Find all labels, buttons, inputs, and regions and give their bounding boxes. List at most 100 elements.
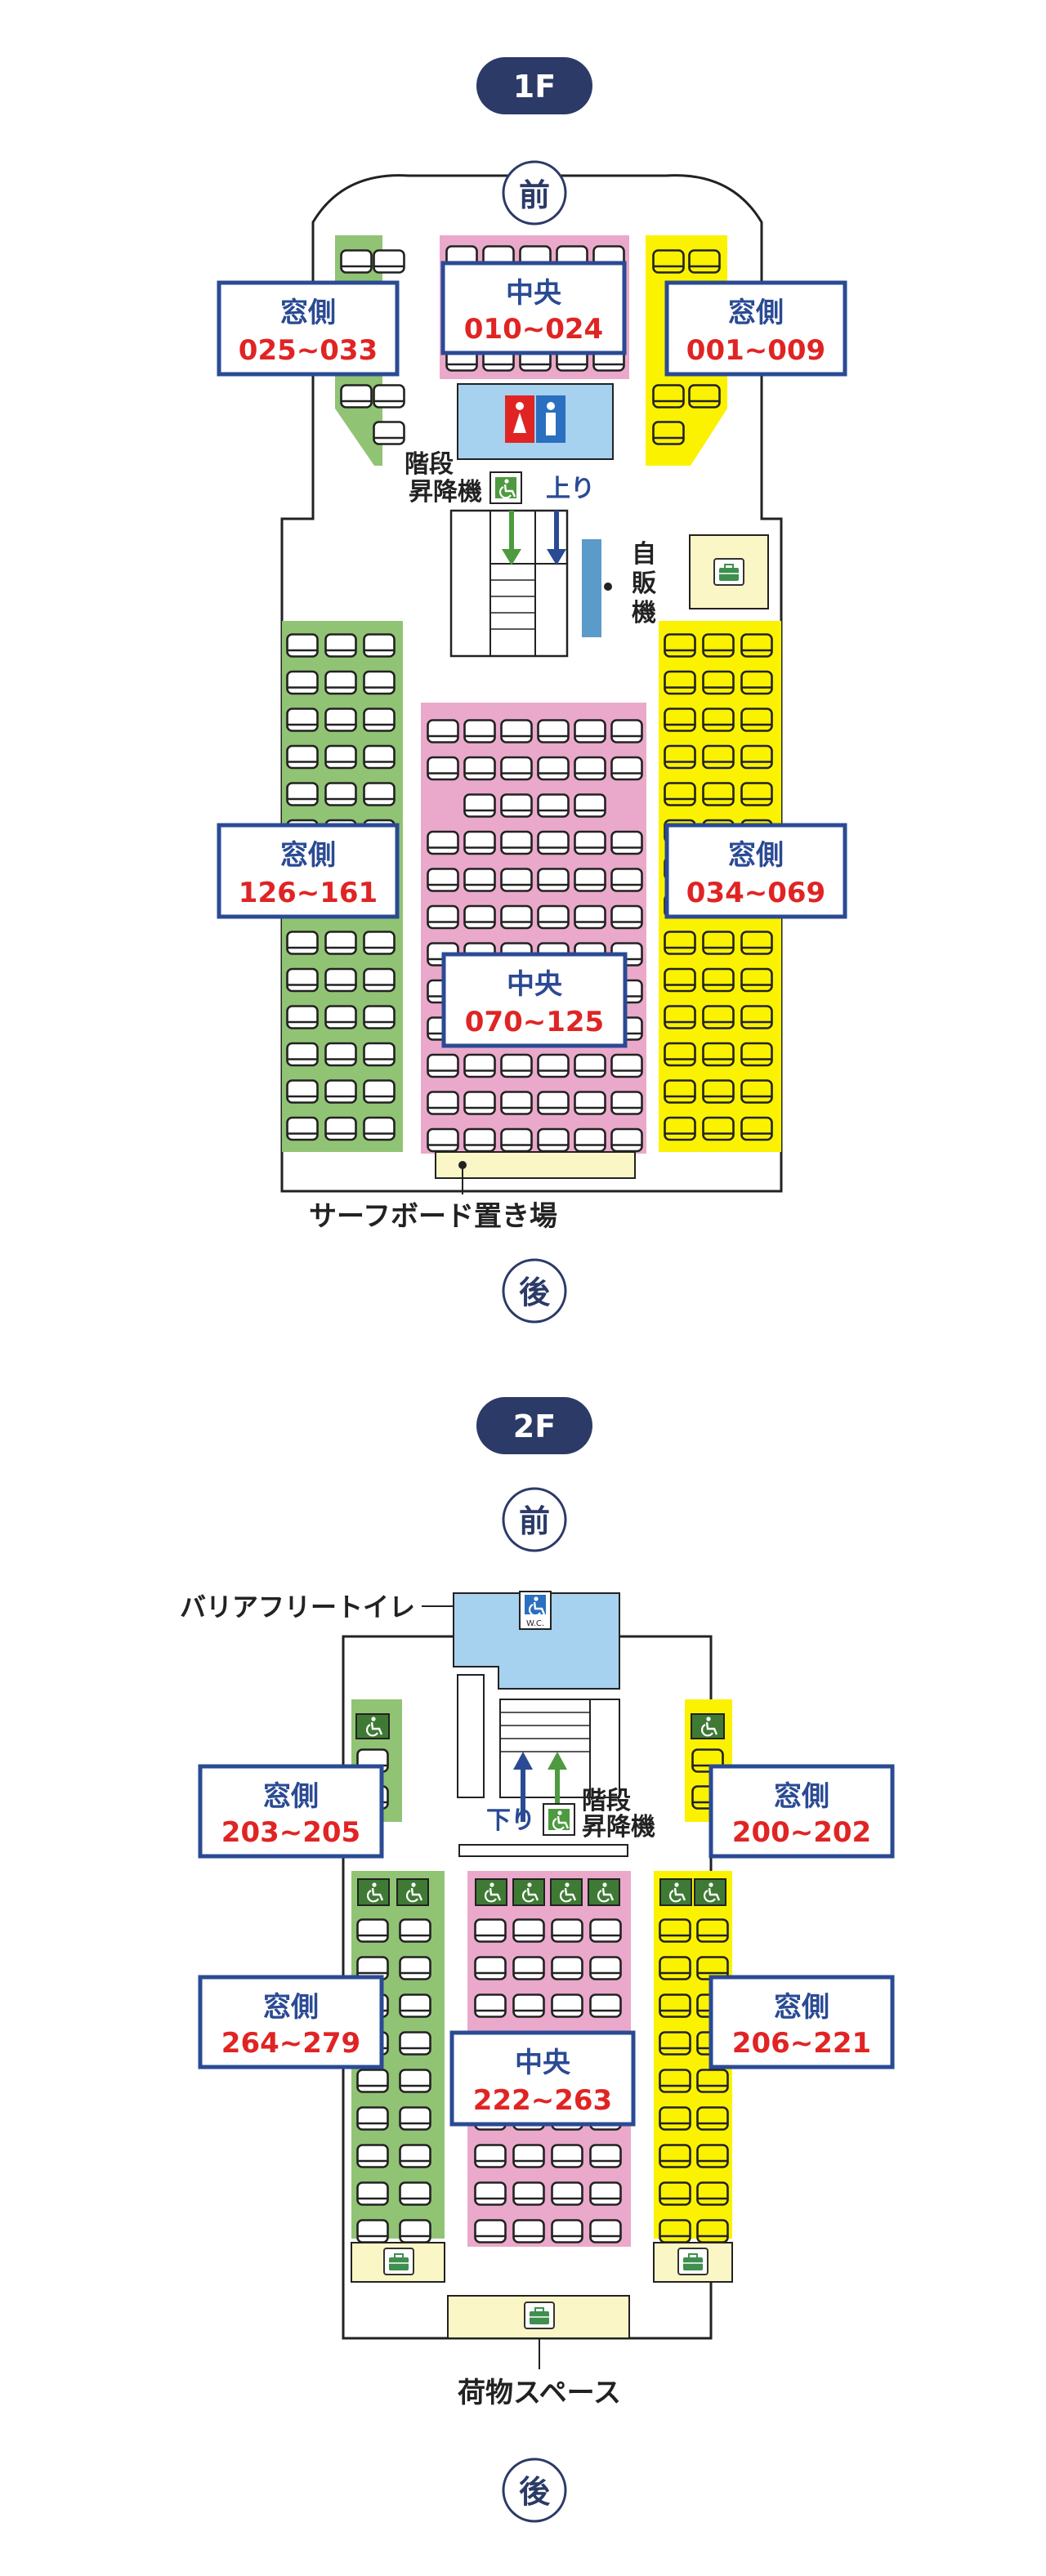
seat bbox=[702, 708, 735, 732]
floor-2-stair-lift-label: 階段 bbox=[582, 1787, 631, 1815]
seat bbox=[324, 1042, 357, 1067]
seat bbox=[474, 2144, 507, 2168]
seat bbox=[659, 2181, 691, 2206]
seat bbox=[324, 670, 357, 695]
floor-2-badge-text: 2F bbox=[513, 1409, 556, 1444]
seat bbox=[740, 1079, 773, 1104]
seat bbox=[574, 1053, 606, 1078]
seat bbox=[589, 2219, 622, 2243]
seat bbox=[324, 931, 357, 955]
seat bbox=[537, 830, 570, 855]
seat bbox=[512, 2144, 545, 2168]
seat bbox=[427, 719, 459, 743]
seat bbox=[664, 633, 696, 658]
seat bbox=[286, 744, 319, 770]
seat bbox=[659, 1956, 691, 1980]
svg-text:窓側: 窓側 bbox=[280, 839, 336, 872]
seat bbox=[659, 2106, 691, 2131]
seat bbox=[610, 868, 643, 892]
seat bbox=[696, 2106, 729, 2131]
seat bbox=[286, 670, 319, 695]
floor-2-back-text: 後 bbox=[519, 2474, 551, 2510]
surfboard-label: サーフボード置き場 bbox=[309, 1200, 557, 1233]
seat bbox=[500, 1127, 533, 1153]
svg-text:264~279: 264~279 bbox=[221, 2027, 360, 2060]
seat bbox=[427, 868, 459, 892]
floor-2-front-marker bbox=[502, 1487, 567, 1552]
seat bbox=[702, 1005, 735, 1029]
seat bbox=[356, 2181, 389, 2206]
seat bbox=[500, 756, 533, 781]
svg-text:126~161: 126~161 bbox=[239, 877, 378, 909]
seat bbox=[537, 904, 570, 930]
seat bbox=[286, 633, 319, 658]
label-f2-window-left-main: 窓側 264~279 bbox=[198, 1975, 384, 2069]
svg-text:窓側: 窓側 bbox=[728, 839, 784, 872]
floor-2-back-marker bbox=[502, 2458, 567, 2523]
seat bbox=[512, 1956, 545, 1980]
seat bbox=[610, 904, 643, 930]
seat bbox=[537, 1091, 570, 1115]
label-f1-center-front: 中央 010~024 bbox=[440, 261, 627, 355]
vending-label-1: 自 bbox=[632, 540, 656, 569]
svg-text:222~263: 222~263 bbox=[473, 2084, 612, 2117]
seat bbox=[500, 904, 533, 930]
seat bbox=[696, 2144, 729, 2168]
seat bbox=[574, 719, 606, 743]
seat bbox=[551, 2181, 583, 2206]
seat bbox=[399, 2031, 431, 2056]
seat bbox=[463, 904, 496, 930]
seat bbox=[363, 1079, 396, 1104]
seat bbox=[324, 744, 357, 770]
seat bbox=[399, 2181, 431, 2206]
floor-2-stairs bbox=[499, 1699, 591, 1798]
seat bbox=[363, 744, 396, 770]
seat bbox=[324, 1116, 357, 1141]
seat bbox=[551, 2144, 583, 2168]
floor-1-front-marker bbox=[502, 160, 567, 225]
seat bbox=[740, 931, 773, 955]
seat bbox=[474, 1918, 507, 1943]
seat bbox=[740, 967, 773, 993]
seat bbox=[551, 2219, 583, 2243]
seat bbox=[363, 1116, 396, 1141]
svg-text:中央: 中央 bbox=[506, 277, 562, 310]
seat bbox=[664, 670, 696, 695]
seat bbox=[659, 2144, 691, 2168]
seat bbox=[474, 2181, 507, 2206]
seat bbox=[610, 719, 643, 743]
seat bbox=[474, 1956, 507, 1980]
seat bbox=[512, 1918, 545, 1943]
seat bbox=[286, 1079, 319, 1104]
label-f1-window-left-main: 窓側 126~161 bbox=[217, 823, 400, 919]
seat bbox=[537, 1127, 570, 1153]
seat bbox=[551, 1956, 583, 1980]
seat bbox=[574, 1127, 606, 1153]
seat bbox=[589, 1993, 622, 2018]
seat bbox=[702, 633, 735, 658]
seat bbox=[664, 1042, 696, 1067]
seat bbox=[324, 1005, 357, 1029]
seat bbox=[399, 2219, 431, 2243]
floor-1-stair-lift-label: 階段 bbox=[405, 450, 454, 479]
floor-1-stair-lift-label-2: 昇降機 bbox=[409, 478, 482, 507]
seat bbox=[399, 1993, 431, 2018]
floor-1-badge-text: 1F bbox=[513, 69, 556, 105]
seat bbox=[399, 2144, 431, 2168]
seat bbox=[664, 1116, 696, 1141]
seat bbox=[363, 708, 396, 732]
seat bbox=[356, 1918, 389, 1943]
seat bbox=[664, 782, 696, 806]
svg-text:034~069: 034~069 bbox=[686, 877, 825, 909]
floor-2-badge bbox=[476, 1397, 592, 1454]
seat bbox=[463, 1127, 496, 1153]
seat bbox=[702, 670, 735, 695]
floor-1-toilet bbox=[457, 383, 614, 460]
floor-1-badge bbox=[476, 57, 592, 114]
seat bbox=[324, 708, 357, 732]
svg-text:200~202: 200~202 bbox=[732, 1816, 871, 1849]
seat bbox=[574, 904, 606, 930]
seat bbox=[740, 744, 773, 770]
seat bbox=[363, 633, 396, 658]
